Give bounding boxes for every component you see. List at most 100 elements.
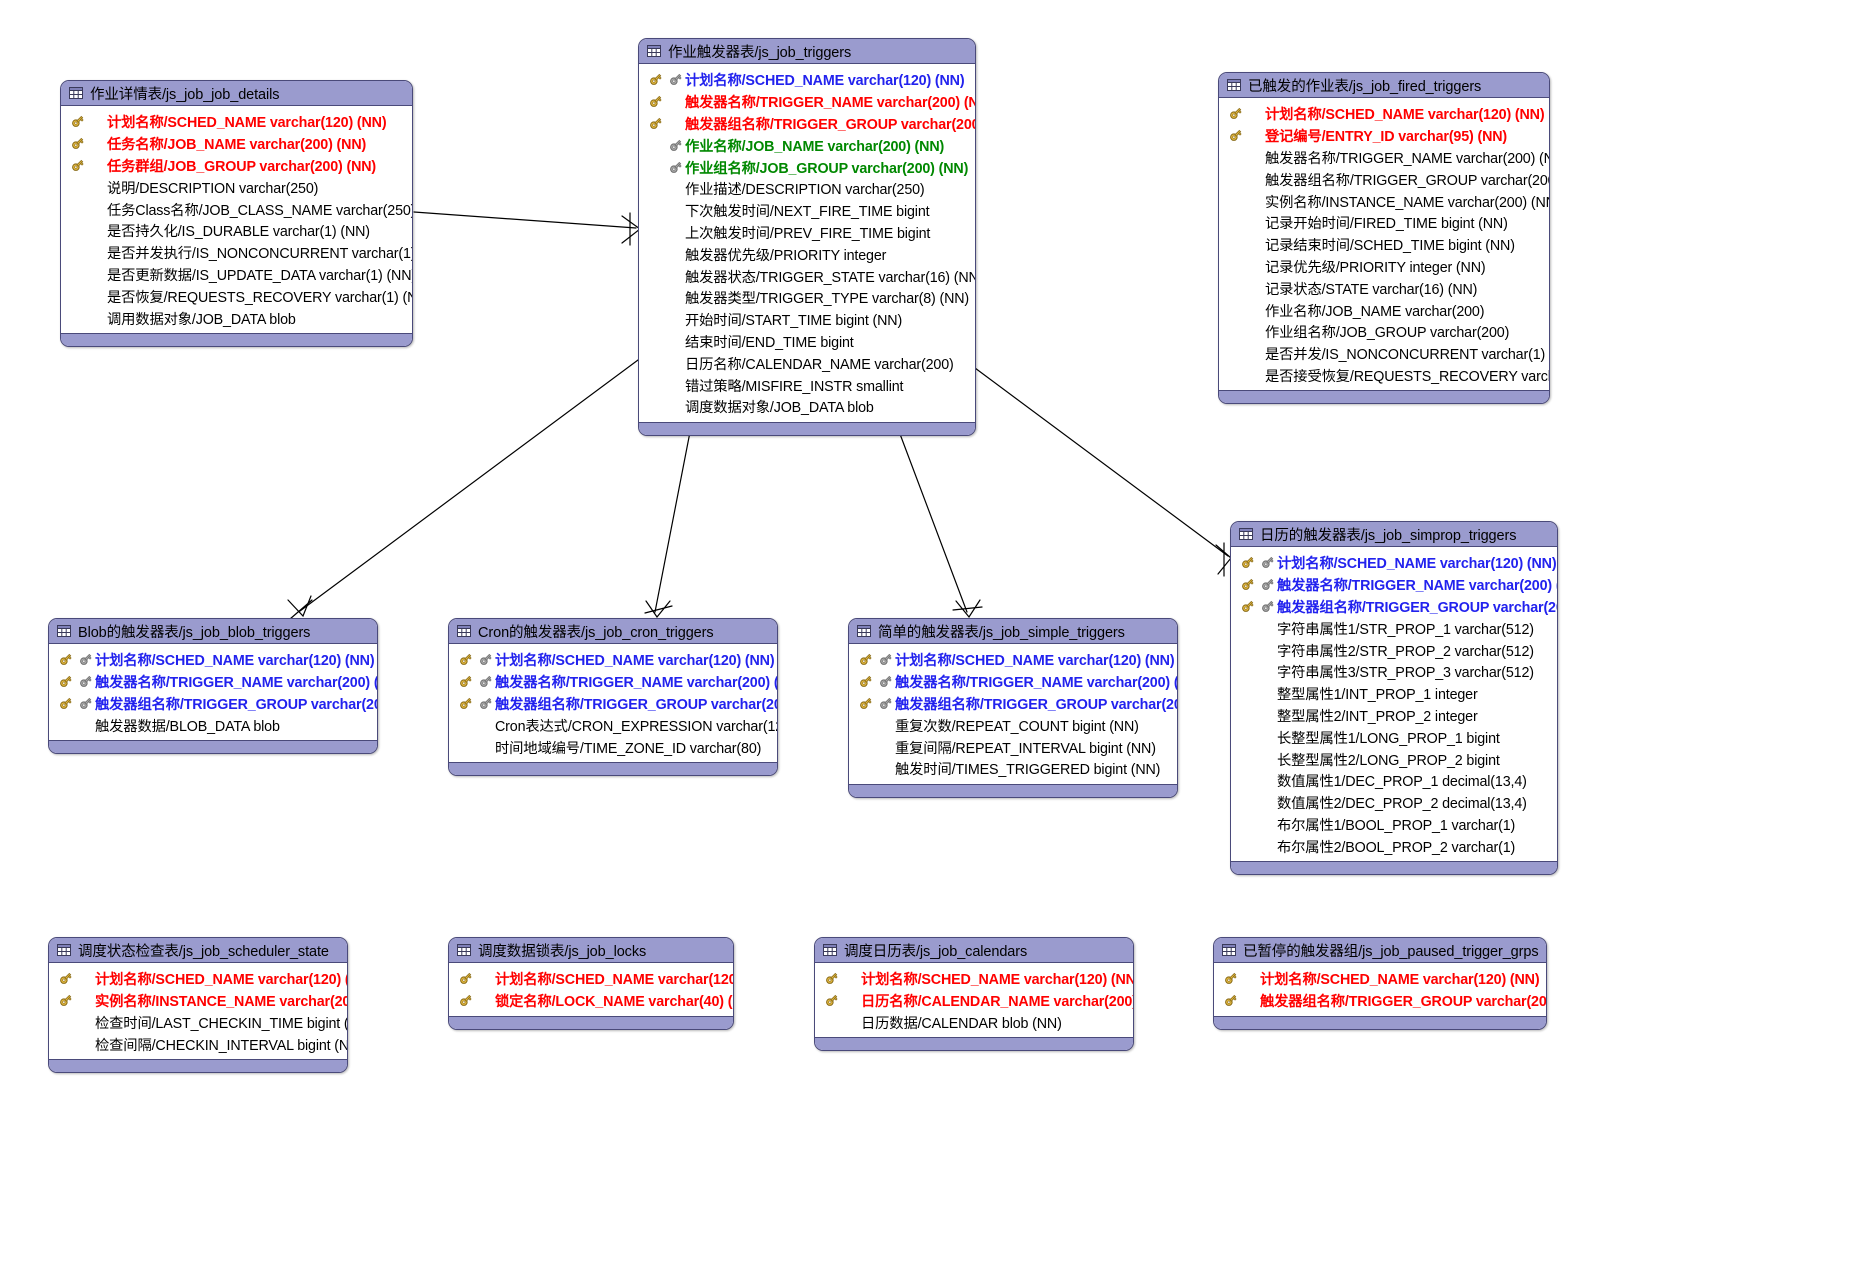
field-row[interactable]: 记录状态/STATE varchar(16) (NN): [1219, 277, 1549, 299]
field-row[interactable]: 整型属性1/INT_PROP_1 integer: [1231, 683, 1557, 705]
field-row[interactable]: 调用数据对象/JOB_DATA blob: [61, 307, 412, 329]
field-row[interactable]: 任务Class名称/JOB_CLASS_NAME varchar(250) (N…: [61, 198, 412, 220]
field-row[interactable]: 下次触发时间/NEXT_FIRE_TIME bigint: [639, 200, 975, 222]
field-row[interactable]: 触发时间/TIMES_TRIGGERED bigint (NN): [849, 758, 1177, 780]
field-row[interactable]: 重复间隔/REPEAT_INTERVAL bigint (NN): [849, 736, 1177, 758]
field-row[interactable]: 日历名称/CALENDAR_NAME varchar(200): [639, 352, 975, 374]
entity-header-job_triggers[interactable]: 作业触发器表/js_job_triggers: [639, 39, 975, 64]
field-row[interactable]: 触发器组名称/TRIGGER_GROUP varchar(200) (NN): [639, 113, 975, 135]
field-row[interactable]: 触发器名称/TRIGGER_NAME varchar(200) (NN): [639, 91, 975, 113]
field-row[interactable]: 日历数据/CALENDAR blob (NN): [815, 1012, 1133, 1034]
field-row[interactable]: 整型属性2/INT_PROP_2 integer: [1231, 705, 1557, 727]
entity-header-scheduler_state[interactable]: 调度状态检查表/js_job_scheduler_state: [49, 938, 347, 963]
field-row[interactable]: 作业组名称/JOB_GROUP varchar(200) (NN): [639, 156, 975, 178]
entity-table-scheduler_state[interactable]: 调度状态检查表/js_job_scheduler_state 计划名称/SCHED…: [48, 937, 348, 1074]
field-row[interactable]: 计划名称/SCHED_NAME varchar(120) (NN): [1214, 968, 1546, 990]
entity-table-job_triggers[interactable]: 作业触发器表/js_job_triggers 计划名称/SCHED_NAME va…: [638, 38, 976, 436]
field-row[interactable]: 触发器优先级/PRIORITY integer: [639, 243, 975, 265]
field-row[interactable]: 字符串属性1/STR_PROP_1 varchar(512): [1231, 617, 1557, 639]
field-row[interactable]: Cron表达式/CRON_EXPRESSION varchar(120) (NN…: [449, 714, 777, 736]
entity-header-blob_triggers[interactable]: Blob的触发器表/js_job_blob_triggers: [49, 619, 377, 644]
entity-table-simple_triggers[interactable]: 简单的触发器表/js_job_simple_triggers 计划名称/SCHED…: [848, 618, 1178, 798]
field-row[interactable]: 计划名称/SCHED_NAME varchar(120) (NN): [49, 968, 347, 990]
entity-table-fired_triggers[interactable]: 已触发的作业表/js_job_fired_triggers 计划名称/SCHED_…: [1218, 72, 1550, 405]
field-row[interactable]: 记录结束时间/SCHED_TIME bigint (NN): [1219, 234, 1549, 256]
field-row[interactable]: 字符串属性2/STR_PROP_2 varchar(512): [1231, 639, 1557, 661]
field-row[interactable]: 计划名称/SCHED_NAME varchar(120) (NN): [639, 69, 975, 91]
field-row[interactable]: 时间地域编号/TIME_ZONE_ID varchar(80): [449, 736, 777, 758]
entity-table-cron_triggers[interactable]: Cron的触发器表/js_job_cron_triggers 计划名称/SCHED…: [448, 618, 778, 776]
field-row[interactable]: 触发器组名称/TRIGGER_GROUP varchar(200) (NN): [449, 693, 777, 715]
field-row[interactable]: 说明/DESCRIPTION varchar(250): [61, 176, 412, 198]
field-row[interactable]: 计划名称/SCHED_NAME varchar(120) (NN): [49, 649, 377, 671]
entity-header-locks[interactable]: 调度数据锁表/js_job_locks: [449, 938, 733, 963]
entity-header-job_details[interactable]: 作业详情表/js_job_job_details: [61, 81, 412, 106]
field-row[interactable]: 记录开始时间/FIRED_TIME bigint (NN): [1219, 212, 1549, 234]
entity-table-calendars[interactable]: 调度日历表/js_job_calendars 计划名称/SCHED_NAME va…: [814, 937, 1134, 1052]
field-row[interactable]: 作业描述/DESCRIPTION varchar(250): [639, 178, 975, 200]
field-row[interactable]: 数值属性2/DEC_PROP_2 decimal(13,4): [1231, 792, 1557, 814]
field-row[interactable]: 触发器组名称/TRIGGER_GROUP varchar(200) (NN): [1231, 596, 1557, 618]
field-row[interactable]: 检查间隔/CHECKIN_INTERVAL bigint (NN): [49, 1033, 347, 1055]
field-row[interactable]: 计划名称/SCHED_NAME varchar(120) (NN): [449, 968, 733, 990]
field-row[interactable]: 重复次数/REPEAT_COUNT bigint (NN): [849, 714, 1177, 736]
field-row[interactable]: 触发器名称/TRIGGER_NAME varchar(200) (NN): [1231, 574, 1557, 596]
field-row[interactable]: 检查时间/LAST_CHECKIN_TIME bigint (NN): [49, 1012, 347, 1034]
field-row[interactable]: 布尔属性1/BOOL_PROP_1 varchar(1): [1231, 814, 1557, 836]
field-row[interactable]: 触发器类型/TRIGGER_TYPE varchar(8) (NN): [639, 287, 975, 309]
field-row[interactable]: 作业组名称/JOB_GROUP varchar(200): [1219, 321, 1549, 343]
field-row[interactable]: 是否并发执行/IS_NONCONCURRENT varchar(1) (NN): [61, 242, 412, 264]
field-row[interactable]: 是否持久化/IS_DURABLE varchar(1) (NN): [61, 220, 412, 242]
field-row[interactable]: 触发器名称/TRIGGER_NAME varchar(200) (NN): [449, 671, 777, 693]
field-row[interactable]: 开始时间/START_TIME bigint (NN): [639, 309, 975, 331]
field-row[interactable]: 是否更新数据/IS_UPDATE_DATA varchar(1) (NN): [61, 264, 412, 286]
field-row[interactable]: 是否并发/IS_NONCONCURRENT varchar(1): [1219, 343, 1549, 365]
field-row[interactable]: 布尔属性2/BOOL_PROP_2 varchar(1): [1231, 835, 1557, 857]
entity-table-blob_triggers[interactable]: Blob的触发器表/js_job_blob_triggers 计划名称/SCHED…: [48, 618, 378, 755]
field-row[interactable]: 计划名称/SCHED_NAME varchar(120) (NN): [849, 649, 1177, 671]
field-row[interactable]: 上次触发时间/PREV_FIRE_TIME bigint: [639, 222, 975, 244]
field-row[interactable]: 计划名称/SCHED_NAME varchar(120) (NN): [1219, 103, 1549, 125]
field-row[interactable]: 任务群组/JOB_GROUP varchar(200) (NN): [61, 155, 412, 177]
field-row[interactable]: 长整型属性1/LONG_PROP_1 bigint: [1231, 726, 1557, 748]
field-row[interactable]: 触发器名称/TRIGGER_NAME varchar(200) (NN): [49, 671, 377, 693]
field-row[interactable]: 数值属性1/DEC_PROP_1 decimal(13,4): [1231, 770, 1557, 792]
field-row[interactable]: 计划名称/SCHED_NAME varchar(120) (NN): [815, 968, 1133, 990]
field-row[interactable]: 实例名称/INSTANCE_NAME varchar(200) (NN): [49, 990, 347, 1012]
entity-header-calendars[interactable]: 调度日历表/js_job_calendars: [815, 938, 1133, 963]
entity-header-fired_triggers[interactable]: 已触发的作业表/js_job_fired_triggers: [1219, 73, 1549, 98]
field-row[interactable]: 触发器组名称/TRIGGER_GROUP varchar(200) (NN): [1214, 990, 1546, 1012]
field-row[interactable]: 结束时间/END_TIME bigint: [639, 331, 975, 353]
entity-header-paused_trigger_grps[interactable]: 已暂停的触发器组/js_job_paused_trigger_grps: [1214, 938, 1546, 963]
field-row[interactable]: 长整型属性2/LONG_PROP_2 bigint: [1231, 748, 1557, 770]
field-row[interactable]: 触发器名称/TRIGGER_NAME varchar(200) (NN): [1219, 147, 1549, 169]
field-row[interactable]: 触发器组名称/TRIGGER_GROUP varchar(200) (NN): [49, 693, 377, 715]
field-row[interactable]: 锁定名称/LOCK_NAME varchar(40) (NN): [449, 990, 733, 1012]
field-row[interactable]: 计划名称/SCHED_NAME varchar(120) (NN): [449, 649, 777, 671]
field-row[interactable]: 实例名称/INSTANCE_NAME varchar(200) (NN): [1219, 190, 1549, 212]
entity-table-simprop_triggers[interactable]: 日历的触发器表/js_job_simprop_triggers 计划名称/SCHE…: [1230, 521, 1558, 876]
field-row[interactable]: 作业名称/JOB_NAME varchar(200): [1219, 299, 1549, 321]
entity-table-paused_trigger_grps[interactable]: 已暂停的触发器组/js_job_paused_trigger_grps 计划名称/…: [1213, 937, 1547, 1030]
field-row[interactable]: 触发器组名称/TRIGGER_GROUP varchar(200) (NN): [849, 693, 1177, 715]
field-row[interactable]: 记录优先级/PRIORITY integer (NN): [1219, 256, 1549, 278]
field-row[interactable]: 触发器状态/TRIGGER_STATE varchar(16) (NN): [639, 265, 975, 287]
field-row[interactable]: 任务名称/JOB_NAME varchar(200) (NN): [61, 133, 412, 155]
field-row[interactable]: 是否恢复/REQUESTS_RECOVERY varchar(1) (NN): [61, 285, 412, 307]
entity-header-simprop_triggers[interactable]: 日历的触发器表/js_job_simprop_triggers: [1231, 522, 1557, 547]
field-row[interactable]: 是否接受恢复/REQUESTS_RECOVERY varchar(1): [1219, 365, 1549, 387]
field-row[interactable]: 计划名称/SCHED_NAME varchar(120) (NN): [1231, 552, 1557, 574]
field-row[interactable]: 触发器名称/TRIGGER_NAME varchar(200) (NN): [849, 671, 1177, 693]
entity-table-job_details[interactable]: 作业详情表/js_job_job_details 计划名称/SCHED_NAME …: [60, 80, 413, 347]
entity-header-cron_triggers[interactable]: Cron的触发器表/js_job_cron_triggers: [449, 619, 777, 644]
field-row[interactable]: 触发器组名称/TRIGGER_GROUP varchar(200) (NN): [1219, 168, 1549, 190]
entity-header-simple_triggers[interactable]: 简单的触发器表/js_job_simple_triggers: [849, 619, 1177, 644]
field-row[interactable]: 错过策略/MISFIRE_INSTR smallint: [639, 374, 975, 396]
field-row[interactable]: 调度数据对象/JOB_DATA blob: [639, 396, 975, 418]
field-row[interactable]: 触发器数据/BLOB_DATA blob: [49, 714, 377, 736]
field-row[interactable]: 字符串属性3/STR_PROP_3 varchar(512): [1231, 661, 1557, 683]
field-row[interactable]: 登记编号/ENTRY_ID varchar(95) (NN): [1219, 125, 1549, 147]
field-row[interactable]: 计划名称/SCHED_NAME varchar(120) (NN): [61, 111, 412, 133]
field-row[interactable]: 作业名称/JOB_NAME varchar(200) (NN): [639, 134, 975, 156]
entity-table-locks[interactable]: 调度数据锁表/js_job_locks 计划名称/SCHED_NAME varch…: [448, 937, 734, 1030]
